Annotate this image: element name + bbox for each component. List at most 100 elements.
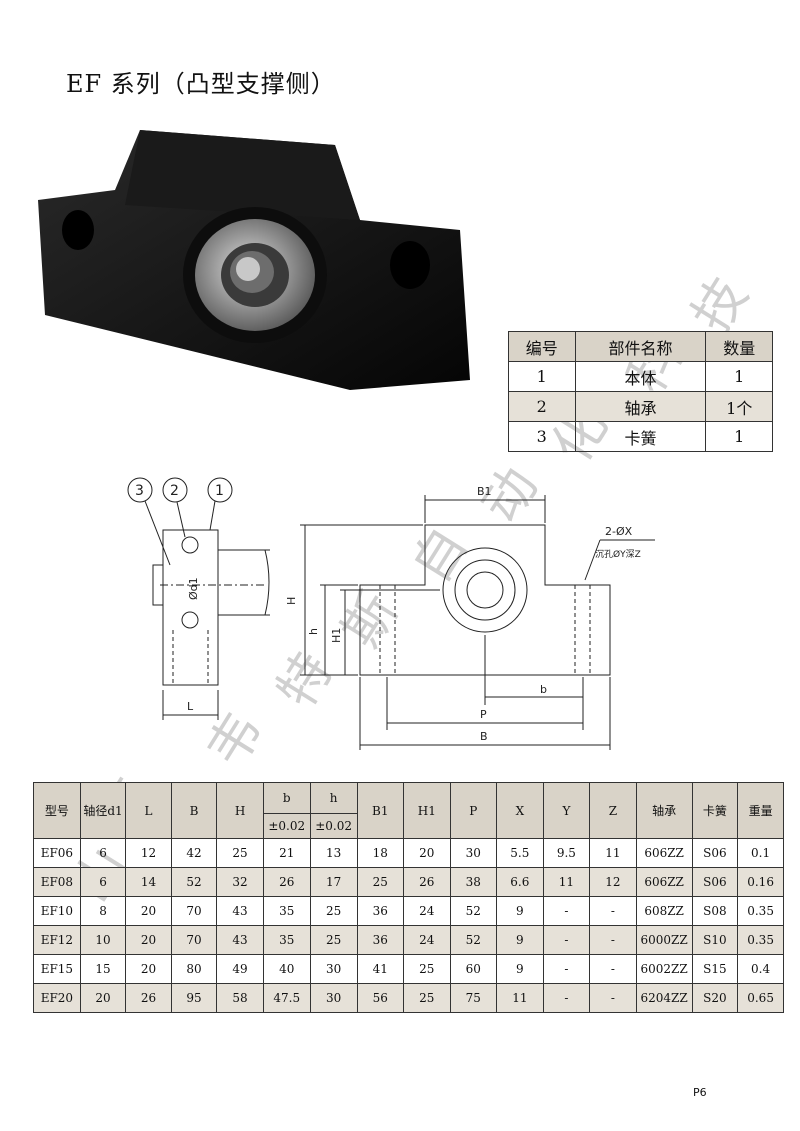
parts-cell: 轴承 (574, 391, 707, 422)
side-view (127, 477, 270, 720)
dim-d1: Ød1 (187, 577, 200, 600)
parts-cell: 本体 (574, 361, 707, 392)
table-cell: EF15 (33, 954, 81, 984)
table-cell: 20 (125, 954, 172, 984)
dim-H1: H1 (330, 628, 343, 643)
table-cell: 10 (79, 925, 127, 955)
table-cell: 30 (309, 954, 358, 984)
table-cell: - (589, 983, 637, 1013)
table-cell: EF12 (33, 925, 81, 955)
table-cell: 13 (309, 838, 358, 868)
spec-header: ±0.02 (309, 813, 358, 839)
table-cell: 26 (125, 983, 172, 1013)
table-cell: 24 (403, 925, 451, 955)
table-cell: 0.16 (737, 867, 784, 897)
parts-header-row: 编号 部件名称 数量 (508, 331, 773, 362)
dim-L: L (187, 700, 194, 713)
product-photo (38, 130, 470, 390)
spec-header: B1 (356, 782, 405, 839)
table-cell: 42 (170, 838, 218, 868)
parts-table: 编号 部件名称 数量 1 本体 1 2 轴承 1个 3 卡簧 1 (508, 331, 773, 452)
table-cell: 30 (449, 838, 498, 868)
front-view (300, 495, 655, 750)
parts-row: 1 本体 1 (508, 361, 773, 392)
dim-P: P (480, 708, 487, 721)
table-cell: - (542, 983, 591, 1013)
front-view-labels: B1 H h H1 b P B 2-ØX 沉孔ØY深Z (285, 485, 641, 743)
table-cell: 43 (216, 925, 264, 955)
spec-header: H (216, 782, 264, 839)
table-cell: 21 (262, 838, 311, 868)
table-cell: - (542, 896, 591, 926)
table-cell: 11 (589, 838, 637, 868)
table-cell: 52 (449, 896, 498, 926)
spec-header: Y (542, 782, 591, 839)
spec-header: 轴径d1 (79, 782, 127, 839)
table-cell: 6.6 (496, 867, 544, 897)
parts-cell: 3 (508, 421, 576, 452)
table-cell: 35 (262, 896, 311, 926)
spec-table: 型号 轴径d1 L B H b h B1 H1 P X Y Z 轴承 卡簧 重量… (33, 782, 784, 1013)
dim-B: B (480, 730, 488, 743)
table-cell: EF20 (33, 983, 81, 1013)
table-cell: 18 (356, 838, 405, 868)
table-cell: 606ZZ (635, 838, 693, 868)
table-cell: 60 (449, 954, 498, 984)
table-cell: - (542, 925, 591, 955)
spec-header: P (449, 782, 498, 839)
table-cell: 56 (356, 983, 405, 1013)
table-cell: 36 (356, 896, 405, 926)
table-cell: S15 (691, 954, 739, 984)
table-cell: - (542, 954, 591, 984)
spec-header-row: ±0.02 ±0.02 (34, 813, 784, 839)
spec-header: H1 (403, 782, 451, 839)
table-cell: 36 (356, 925, 405, 955)
spec-header: Z (589, 782, 637, 839)
table-cell: S06 (691, 838, 739, 868)
table-cell: 12 (589, 867, 637, 897)
spec-header: b (262, 782, 311, 814)
dim-B1: B1 (477, 485, 492, 498)
table-cell: 608ZZ (635, 896, 693, 926)
table-cell: 0.35 (737, 925, 784, 955)
table-cell: 20 (79, 983, 127, 1013)
table-cell: 25 (356, 867, 405, 897)
table-cell: 35 (262, 925, 311, 955)
table-cell: 52 (170, 867, 218, 897)
table-cell: 41 (356, 954, 405, 984)
table-cell: 25 (309, 925, 358, 955)
dim-b: b (540, 683, 547, 696)
table-cell: 43 (216, 896, 264, 926)
page-title: EF 系列（凸型支撑侧） (66, 70, 336, 98)
table-cell: 26 (403, 867, 451, 897)
parts-cell: 卡簧 (574, 421, 707, 452)
spec-header: 重量 (737, 782, 784, 839)
table-cell: EF08 (33, 867, 81, 897)
spec-header: 轴承 (635, 782, 693, 839)
table-cell: 40 (262, 954, 311, 984)
table-cell: 25 (216, 838, 264, 868)
spec-header: h (309, 782, 358, 814)
table-cell: 11 (542, 867, 591, 897)
table-cell: 5.5 (496, 838, 544, 868)
table-cell: S06 (691, 867, 739, 897)
hole-spec-2: 沉孔ØY深Z (595, 549, 641, 560)
table-cell: 9.5 (542, 838, 591, 868)
table-cell: 75 (449, 983, 498, 1013)
spec-header: 卡簧 (691, 782, 739, 839)
table-cell: 0.65 (737, 983, 784, 1013)
parts-header: 部件名称 (574, 331, 707, 362)
parts-row: 2 轴承 1个 (508, 391, 773, 422)
table-cell: 20 (125, 925, 172, 955)
table-cell: 20 (403, 838, 451, 868)
page-number: P6 (693, 1086, 707, 1099)
table-cell: - (589, 925, 637, 955)
balloon-3: 3 (135, 483, 144, 499)
